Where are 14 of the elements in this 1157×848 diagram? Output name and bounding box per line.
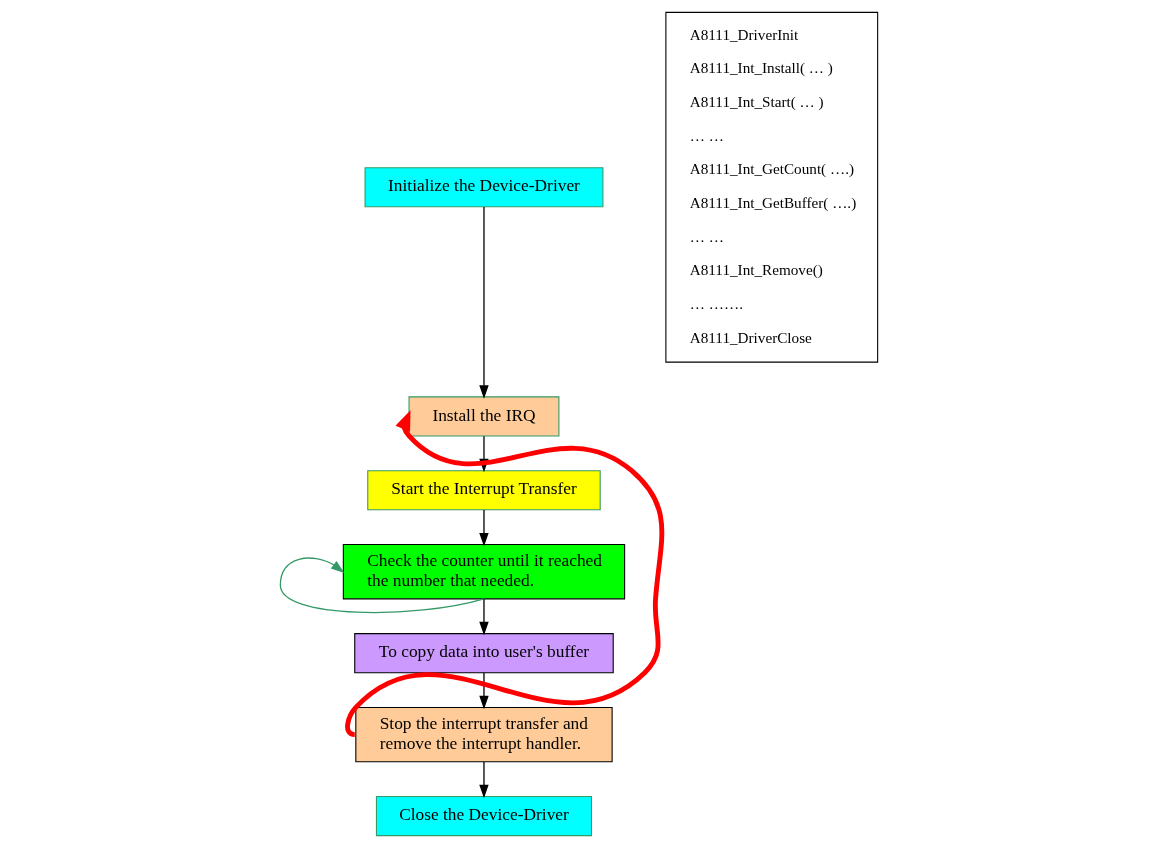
node-box: Check the counter until it reached the number that needed. [342, 544, 625, 600]
arrow [478, 509, 489, 547]
arrow [478, 598, 489, 636]
node-box: Close the Device-Driver [375, 795, 592, 837]
node-box: Stop the interrupt transfer and remove the interrupt handler. [354, 706, 613, 763]
arrow [345, 410, 664, 737]
node-box: Install the IRQ [408, 396, 559, 437]
node-box: Initialize the Device-Driver [364, 167, 603, 208]
arrow [478, 761, 489, 799]
arrow [478, 206, 489, 399]
node-box: A8111_DriverInit A8111_Int_Install( … ) A8111_Int_Start( … ) … … A8111_Int_GetCount( ….) A8111_Int_GetBuffer( ….) … … A8111_Int_Remove() … ……. A8111_DriverClose [664, 11, 878, 363]
node-box: Start the Interrupt Transfer [366, 470, 601, 511]
node-box: To copy data into user's buffer [353, 633, 614, 674]
arrow [279, 557, 485, 614]
